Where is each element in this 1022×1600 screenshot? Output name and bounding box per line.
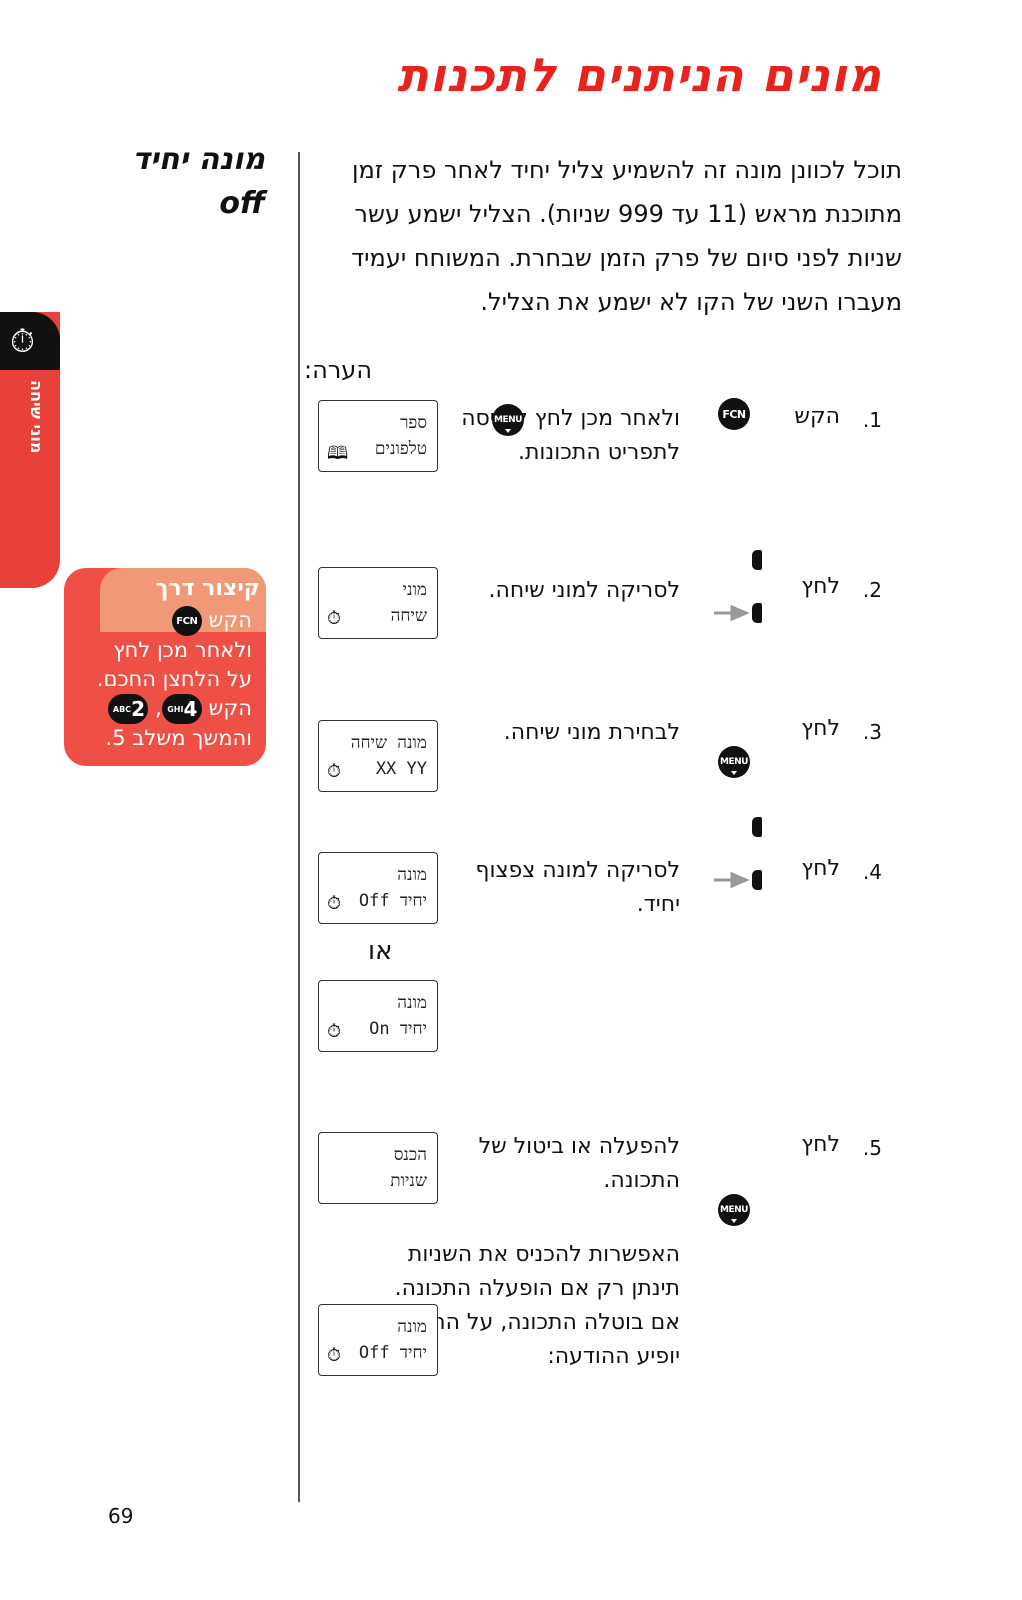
arrow-right-icon <box>714 872 750 888</box>
step-text: לסריקה למונה צפצוף יחיד. <box>475 858 680 917</box>
nav-down-key-icon <box>752 603 762 623</box>
step-text: לסריקה למוני שיחה. <box>488 578 680 603</box>
page-number: 69 <box>108 1504 134 1528</box>
step-text: לבחירת מוני שיחה. <box>503 720 680 745</box>
or-text: או <box>368 936 393 966</box>
step-number: .1 <box>862 408 882 432</box>
step-action: לחץ <box>801 574 840 599</box>
fcn-key-icon: FCN <box>171 606 202 636</box>
step-number: .5 <box>862 1136 882 1160</box>
page-title: מונים הניתנים לתכנות <box>397 48 882 102</box>
menu-key-icon: MENU <box>718 746 750 778</box>
chapter-tab-top <box>0 312 60 370</box>
shortcut-line-2: ולאחר מכן לחץ <box>113 638 252 662</box>
step-action: לחץ <box>801 1132 840 1157</box>
fcn-key-icon: FCN <box>718 398 750 430</box>
column-divider <box>298 152 300 1502</box>
step-action: לחץ <box>801 716 840 741</box>
timer-icon: ⏱ <box>327 1021 342 1042</box>
chapter-tab-label: מוני שיחה <box>27 380 46 454</box>
shortcut-title: קיצור דרך <box>155 576 260 601</box>
step-text: להפעלה או ביטול של התכונה. <box>478 1134 680 1193</box>
step-action: לחץ <box>801 856 840 881</box>
section-title: מונה יחיד off <box>132 142 265 221</box>
step-number: .2 <box>862 578 882 602</box>
arrow-right-icon <box>714 605 750 621</box>
shortcut-text: הקש FCN ולאחר מכן לחץ על הלחצן החכם. הקש… <box>72 606 252 753</box>
nav-up-key-icon <box>752 817 762 837</box>
menu-key-icon: MENU <box>718 1194 750 1226</box>
shortcut-line-4: הקש <box>208 696 253 720</box>
book-icon: 🕮 <box>327 443 349 464</box>
timer-icon: ⏱ <box>327 761 342 782</box>
shortcut-line-5: והמשך משלב 5. <box>105 726 253 750</box>
nav-up-key-icon <box>752 550 762 570</box>
step-number: .3 <box>862 720 882 744</box>
step-text: ולאחר מכן לחץ לכניסה לתפריט התכונות. <box>461 406 680 465</box>
timer-icon: ⏱ <box>327 893 342 914</box>
timer-icon: ⏱ <box>327 608 342 629</box>
step-action: הקש <box>794 404 840 429</box>
timer-icon: ⏱ <box>327 1345 342 1366</box>
nav-down-key-icon <box>752 870 762 890</box>
intro-paragraph: תוכל לכוונן מונה זה להשמיע צליל יחיד לאח… <box>351 156 902 316</box>
note-label: הערה: <box>303 356 372 384</box>
shortcut-line-1: הקש <box>208 608 253 632</box>
step-number: .4 <box>862 860 882 884</box>
timer-icon: ⏱ <box>10 322 35 360</box>
shortcut-line-3: על הלחצן החכם. <box>96 667 252 691</box>
menu-key-icon: MENU <box>492 404 524 436</box>
